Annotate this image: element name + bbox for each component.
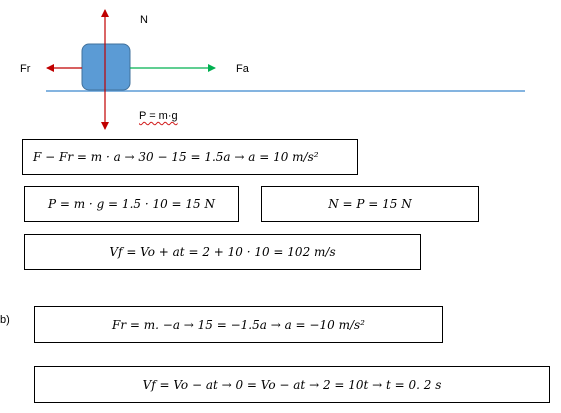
equation-box-2: P = m · g = 1.5 · 10 = 15 N <box>24 186 239 222</box>
block <box>81 43 131 91</box>
friction-force-label: Fr <box>20 63 31 75</box>
normal-force-label: N <box>140 14 148 26</box>
equation-box-1: F − Fr = m · a → 30 − 15 = 1.5a → a = 10… <box>22 139 358 175</box>
equation-box-5: Fr = m. −a → 15 = −1.5a → a = −10 m/s² <box>34 306 443 343</box>
part-b-label: b) <box>0 314 10 326</box>
applied-force-label: Fa <box>236 63 249 75</box>
equation-box-3: N = P = 15 N <box>261 186 479 222</box>
weight-label: P = m·g <box>139 110 178 122</box>
equation-box-4: Vf = Vo + at = 2 + 10 · 10 = 102 m/s <box>24 234 421 270</box>
equation-box-6: Vf = Vo − at → 0 = Vo − at → 2 = 10t → t… <box>34 366 550 403</box>
